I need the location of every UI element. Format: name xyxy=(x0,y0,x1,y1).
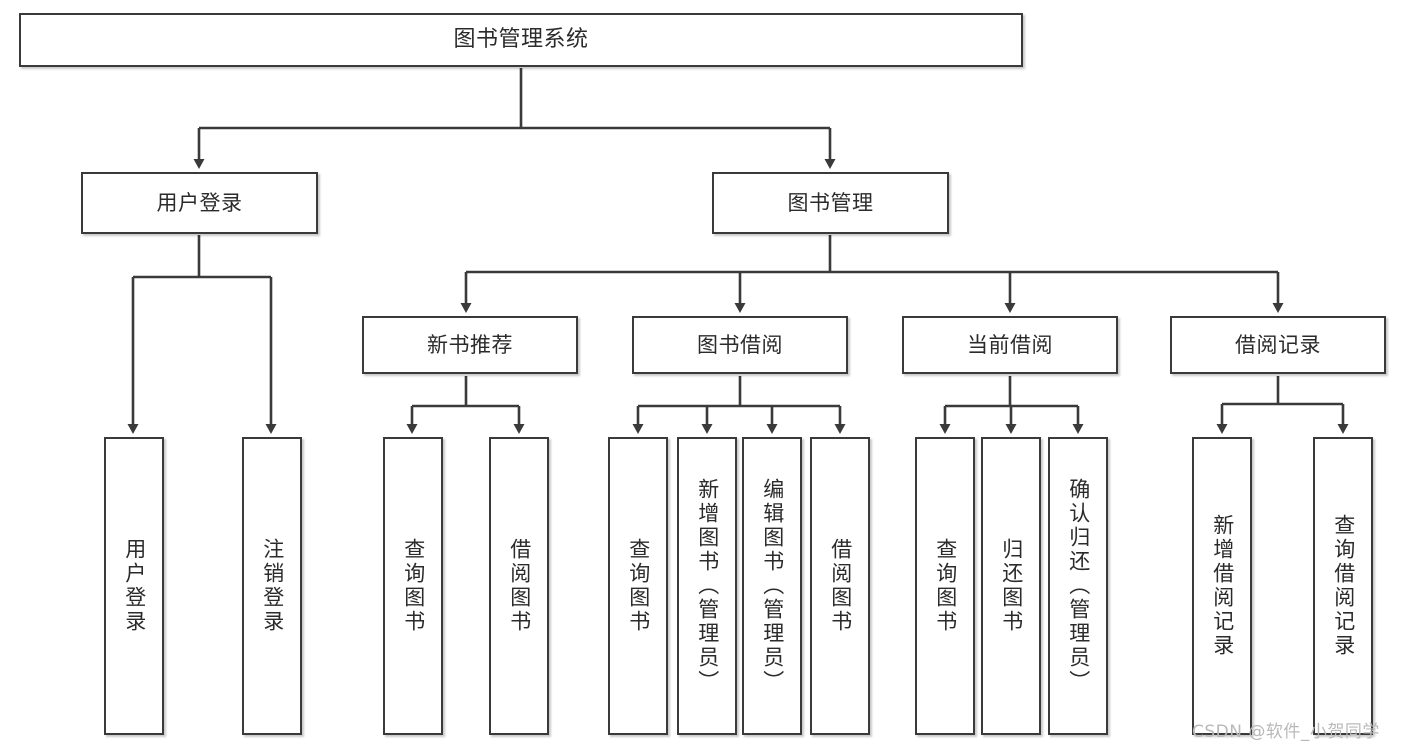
node-label: 借阅图书 xyxy=(507,538,532,634)
node-label: 新增借阅记录 xyxy=(1210,514,1235,658)
node-label: 查询图书 xyxy=(626,538,651,634)
leaf-query-book-borrow[interactable]: 查询图书 xyxy=(608,437,668,735)
node-label: 图书管理 xyxy=(787,190,874,215)
node-label: 注销登录 xyxy=(260,538,285,634)
node-book-borrow[interactable]: 图书借阅 xyxy=(632,316,848,374)
node-label: 借阅记录 xyxy=(1235,332,1321,357)
leaf-return-book[interactable]: 归还图书 xyxy=(981,437,1041,735)
node-label: 查询图书 xyxy=(933,538,958,634)
node-label: 确认归还（管理员） xyxy=(1066,478,1091,694)
node-label: 查询借阅记录 xyxy=(1331,514,1356,658)
leaf-confirm-return-admin[interactable]: 确认归还（管理员） xyxy=(1048,437,1108,735)
node-label: 用户登录 xyxy=(156,190,243,215)
node-borrow-record[interactable]: 借阅记录 xyxy=(1170,316,1386,374)
node-new-book-recommend[interactable]: 新书推荐 xyxy=(362,316,578,374)
node-label: 新书推荐 xyxy=(427,332,513,357)
leaf-user-login[interactable]: 用户登录 xyxy=(104,437,164,735)
node-label: 归还图书 xyxy=(999,538,1024,634)
node-book-management[interactable]: 图书管理 xyxy=(712,172,949,234)
leaf-edit-book-admin[interactable]: 编辑图书（管理员） xyxy=(742,437,802,735)
node-current-borrow[interactable]: 当前借阅 xyxy=(902,316,1118,374)
leaf-query-borrow-record[interactable]: 查询借阅记录 xyxy=(1313,437,1373,735)
leaf-add-book-admin[interactable]: 新增图书（管理员） xyxy=(677,437,737,735)
node-label: 图书借阅 xyxy=(697,332,783,357)
leaf-add-borrow-record[interactable]: 新增借阅记录 xyxy=(1192,437,1252,735)
node-label: 编辑图书（管理员） xyxy=(760,478,785,694)
leaf-borrow-book-recommend[interactable]: 借阅图书 xyxy=(489,437,549,735)
node-label: 查询图书 xyxy=(401,538,426,634)
leaf-query-book-current[interactable]: 查询图书 xyxy=(915,437,975,735)
leaf-logout-login[interactable]: 注销登录 xyxy=(242,437,302,735)
node-label: 用户登录 xyxy=(122,538,147,634)
node-root-book-management-system[interactable]: 图书管理系统 xyxy=(19,13,1023,67)
node-label: 当前借阅 xyxy=(967,332,1053,357)
watermark-text: CSDN @软件_小贺同学 xyxy=(1192,722,1380,742)
node-label: 借阅图书 xyxy=(828,538,853,634)
node-label: 图书管理系统 xyxy=(453,27,589,53)
node-label: 新增图书（管理员） xyxy=(695,478,720,694)
leaf-query-book-recommend[interactable]: 查询图书 xyxy=(383,437,443,735)
leaf-borrow-book[interactable]: 借阅图书 xyxy=(810,437,870,735)
node-user-login[interactable]: 用户登录 xyxy=(81,172,318,234)
